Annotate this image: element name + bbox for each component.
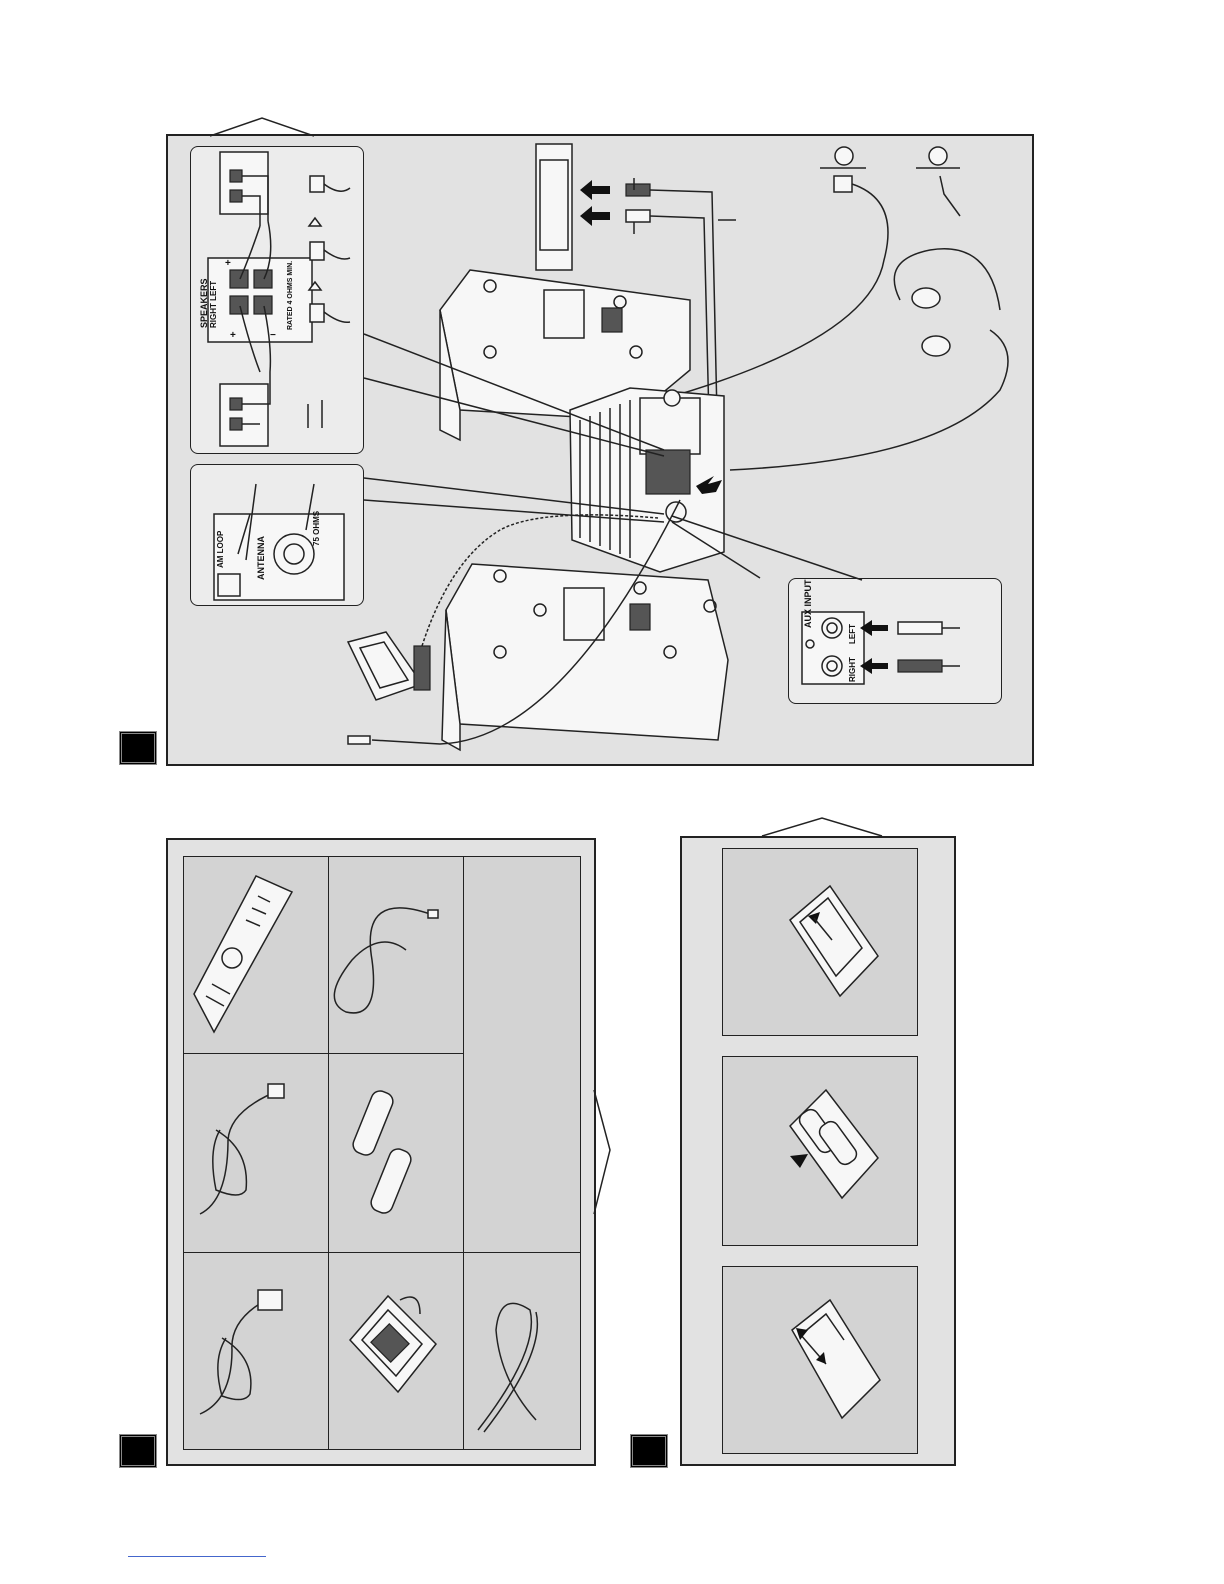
footer-rule [128,1556,266,1557]
